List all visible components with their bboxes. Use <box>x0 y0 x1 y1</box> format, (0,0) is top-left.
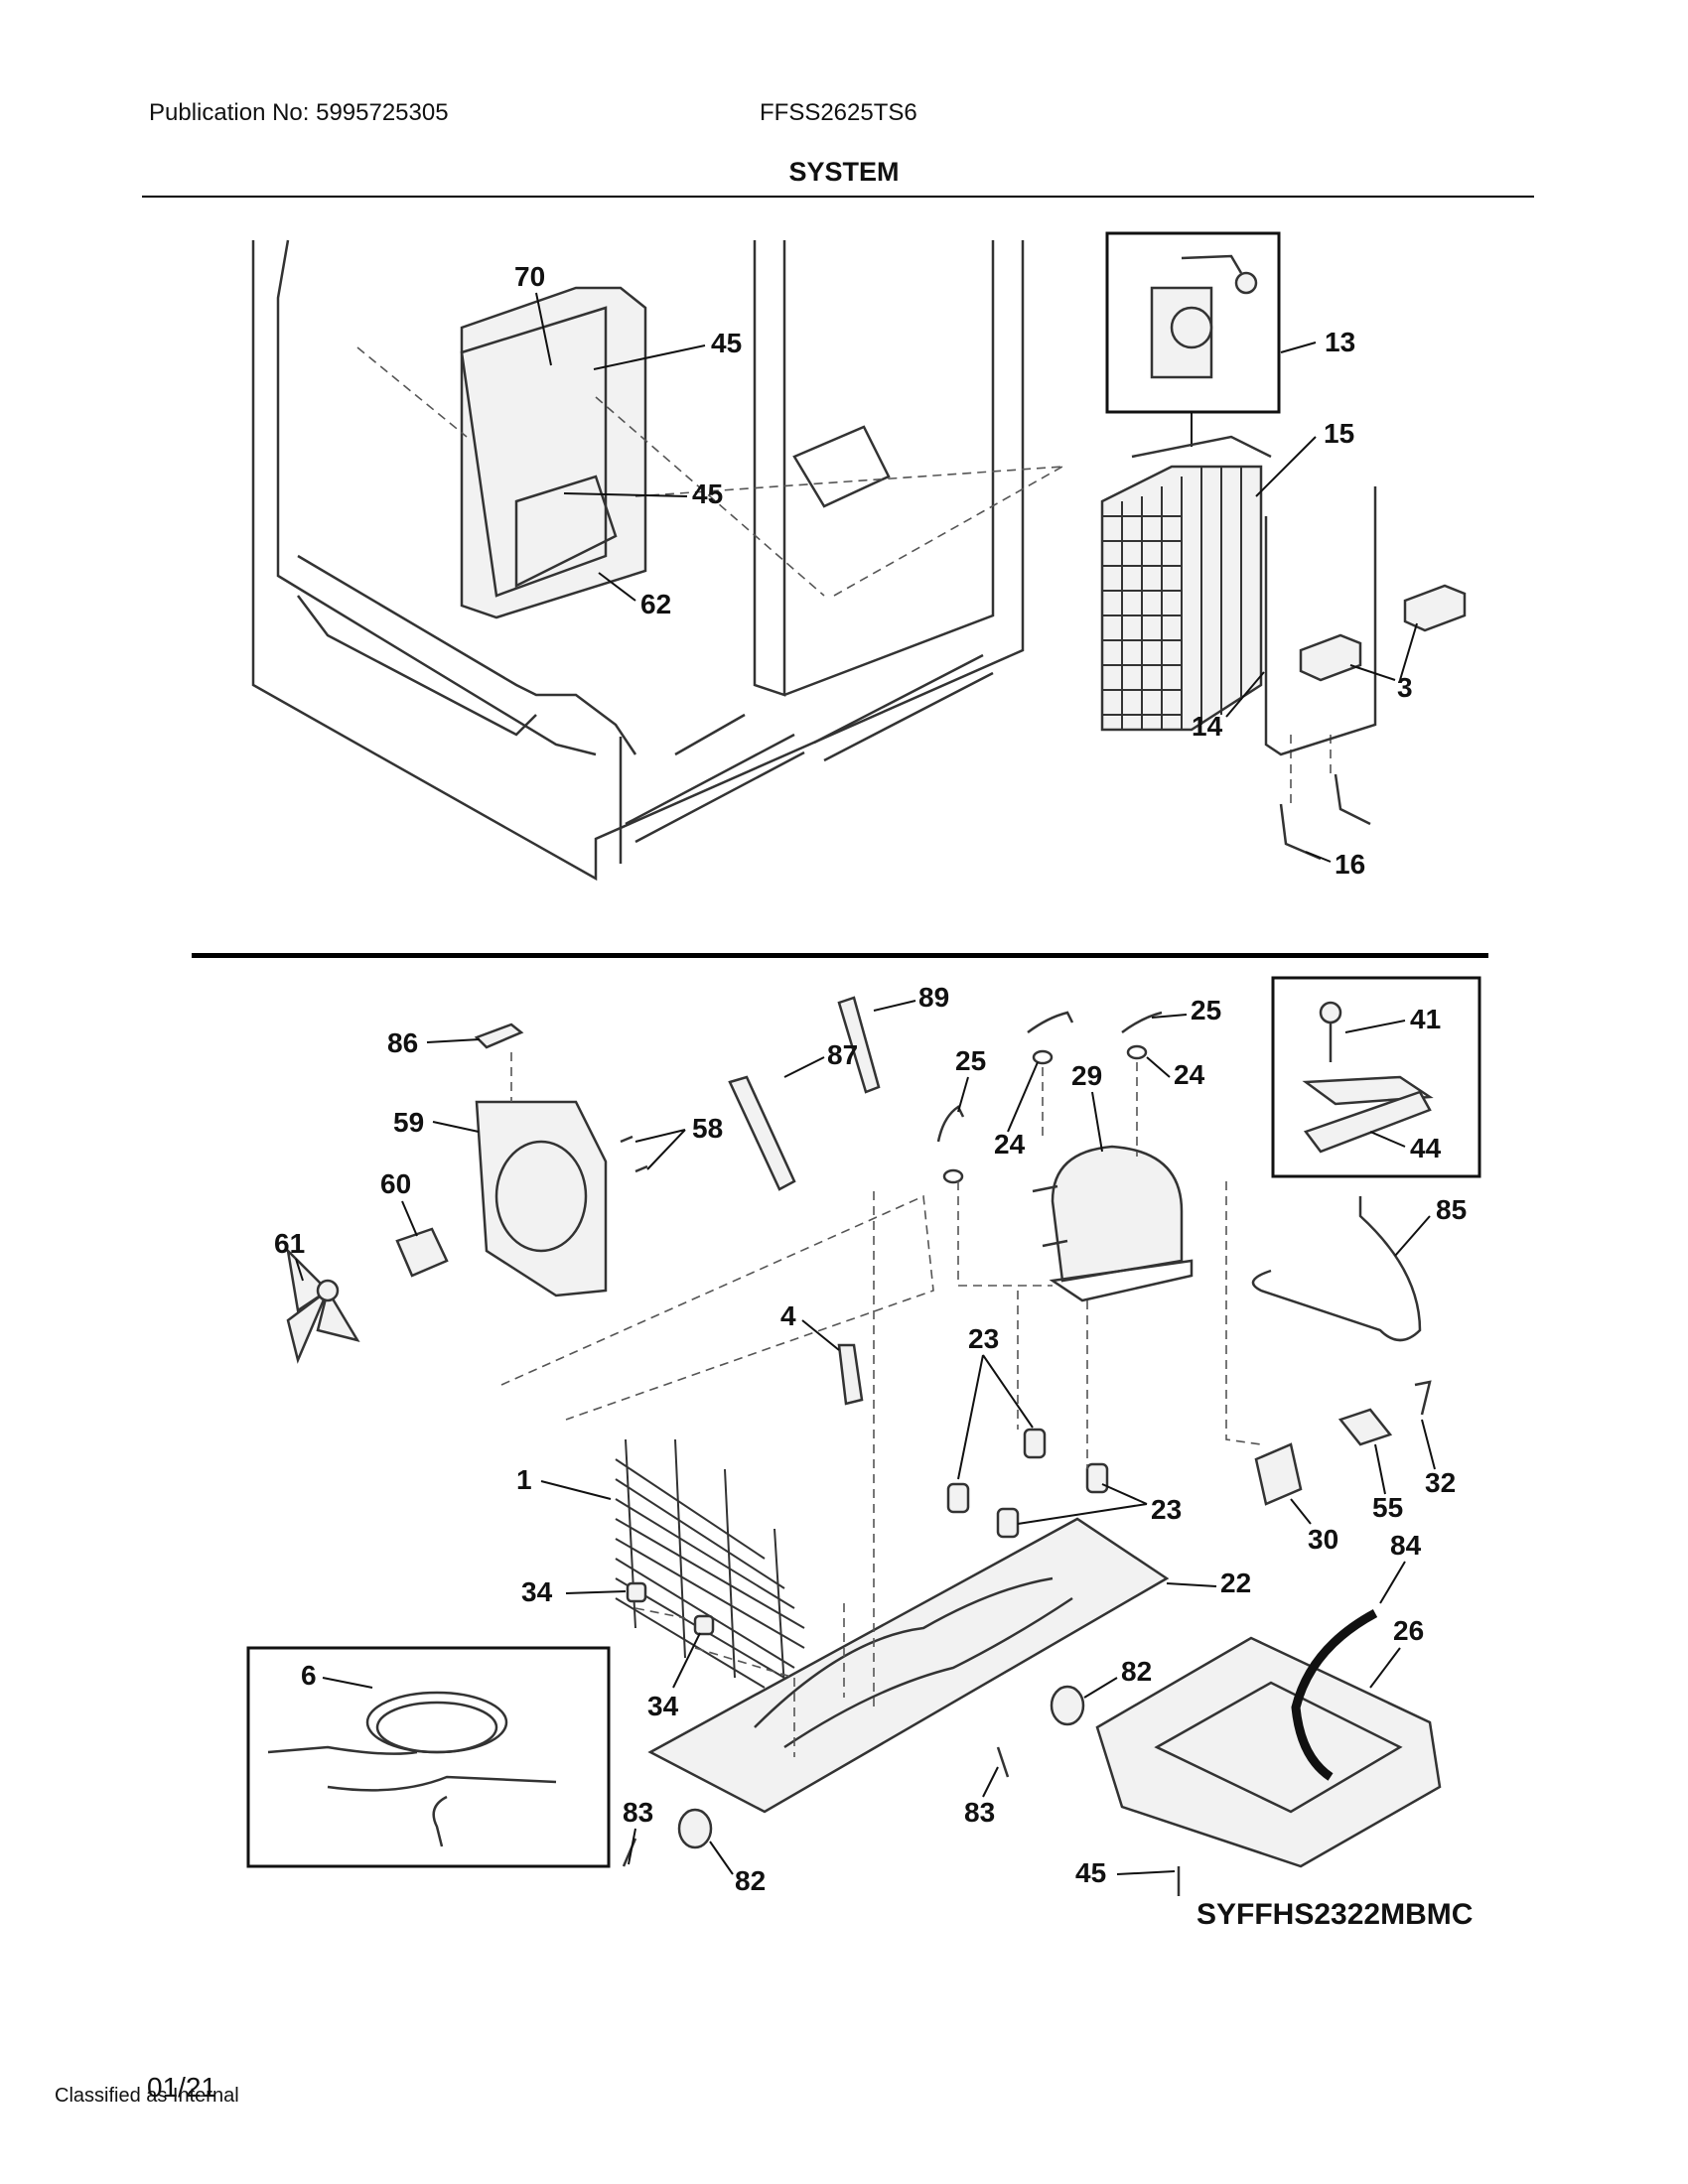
callout-62: 62 <box>640 589 671 619</box>
clamp-25a <box>936 1105 965 1143</box>
footer-date: 01/21 <box>147 2072 217 2103</box>
callout-34b: 34 <box>647 1691 679 1721</box>
washer-24c <box>942 1168 964 1184</box>
drain-pan-26 <box>1095 1636 1442 1868</box>
callout-6: 6 <box>301 1660 317 1691</box>
evaporator-15 <box>1100 435 1272 732</box>
motor-inset-13 <box>1105 231 1281 447</box>
callout-16: 16 <box>1335 849 1365 880</box>
callout-29: 29 <box>1071 1060 1102 1091</box>
cabinet-drawing <box>251 239 1025 882</box>
callout-58: 58 <box>692 1113 723 1144</box>
clips-16 <box>1279 773 1371 861</box>
callout-14: 14 <box>1192 711 1223 742</box>
spacer-34a <box>626 1581 647 1603</box>
callout-13: 13 <box>1325 327 1355 357</box>
bottom-guide-lines <box>500 1052 1262 1757</box>
bracket-inset-41-44 <box>1271 976 1481 1178</box>
callout-41: 41 <box>1410 1004 1441 1034</box>
header-rule <box>142 196 1534 198</box>
section-divider <box>192 953 1488 958</box>
callout-26: 26 <box>1393 1615 1424 1646</box>
callout-59: 59 <box>393 1107 424 1138</box>
callout-84: 84 <box>1390 1530 1422 1561</box>
ice-container-62 <box>460 286 647 619</box>
section-title: SYSTEM <box>788 157 900 187</box>
model-number: FFSS2625TS6 <box>760 99 917 126</box>
callout-25a: 25 <box>955 1045 986 1076</box>
callout-34a: 34 <box>521 1576 553 1607</box>
harness-inset-6 <box>246 1646 611 1868</box>
callout-23a: 23 <box>968 1323 999 1354</box>
assembly-code: SYFFHS2322MBMC <box>1196 1898 1474 1931</box>
callout-89: 89 <box>918 982 949 1013</box>
callout-labels: 70 45 45 62 13 15 3 14 16 86 59 58 60 61… <box>274 261 1467 1896</box>
tube-89 <box>837 996 881 1094</box>
washer-24b <box>1126 1044 1148 1060</box>
callout-32: 32 <box>1425 1467 1456 1498</box>
base-plate-22 <box>647 1517 1170 1814</box>
callout-45c: 45 <box>1075 1857 1106 1888</box>
publication-number: Publication No: 5995725305 <box>149 99 449 126</box>
callout-44: 44 <box>1410 1133 1442 1163</box>
foot-82a <box>1050 1685 1085 1726</box>
relay-55 <box>1337 1408 1393 1446</box>
callout-70: 70 <box>514 261 545 292</box>
callout-15: 15 <box>1324 418 1354 449</box>
clip-32 <box>1414 1380 1432 1416</box>
callout-87: 87 <box>827 1039 858 1070</box>
fan-motor-60 <box>395 1227 449 1278</box>
callout-61: 61 <box>274 1228 305 1259</box>
top-guide-lines <box>356 346 1332 804</box>
callout-1: 1 <box>516 1464 532 1495</box>
fan-shroud-59 <box>475 1100 608 1297</box>
callout-82b: 82 <box>735 1865 766 1896</box>
drier-4 <box>837 1343 864 1406</box>
screws-58 <box>620 1135 648 1173</box>
overload-30 <box>1254 1442 1303 1506</box>
callout-82a: 82 <box>1121 1656 1152 1687</box>
defrost-heater-14 <box>1264 486 1377 756</box>
screw-83a <box>996 1746 1010 1778</box>
callout-60: 60 <box>380 1168 411 1199</box>
callout-45b: 45 <box>692 478 723 509</box>
drain-tube-85 <box>1251 1196 1422 1342</box>
callout-83a: 83 <box>623 1797 653 1828</box>
compressor-29 <box>1032 1145 1194 1302</box>
spacer-34b <box>693 1614 715 1636</box>
grommets-23 <box>946 1428 1109 1539</box>
callout-25b: 25 <box>1191 995 1221 1025</box>
callout-83b: 83 <box>964 1797 995 1828</box>
hose-84 <box>1291 1609 1378 1781</box>
bracket-86 <box>474 1023 524 1049</box>
callout-85: 85 <box>1436 1194 1467 1225</box>
callout-24b: 24 <box>1174 1059 1205 1090</box>
clamp-25b <box>1027 1011 1163 1034</box>
washer-24a <box>1032 1049 1054 1065</box>
blocks-3 <box>1299 584 1467 682</box>
callout-30: 30 <box>1308 1524 1338 1555</box>
callout-22: 22 <box>1220 1568 1251 1598</box>
callout-4: 4 <box>780 1300 796 1331</box>
callout-3: 3 <box>1397 672 1413 703</box>
callout-55: 55 <box>1372 1492 1403 1523</box>
callout-45a: 45 <box>711 328 742 358</box>
classification-label: Classified as Internal <box>55 2085 239 2107</box>
tube-87 <box>728 1075 796 1191</box>
callout-23b: 23 <box>1151 1494 1182 1525</box>
callout-86: 86 <box>387 1027 418 1058</box>
condenser-1 <box>615 1438 805 1689</box>
foot-82b <box>677 1808 713 1849</box>
fan-blade-61 <box>286 1247 360 1364</box>
callout-24a: 24 <box>994 1129 1026 1160</box>
